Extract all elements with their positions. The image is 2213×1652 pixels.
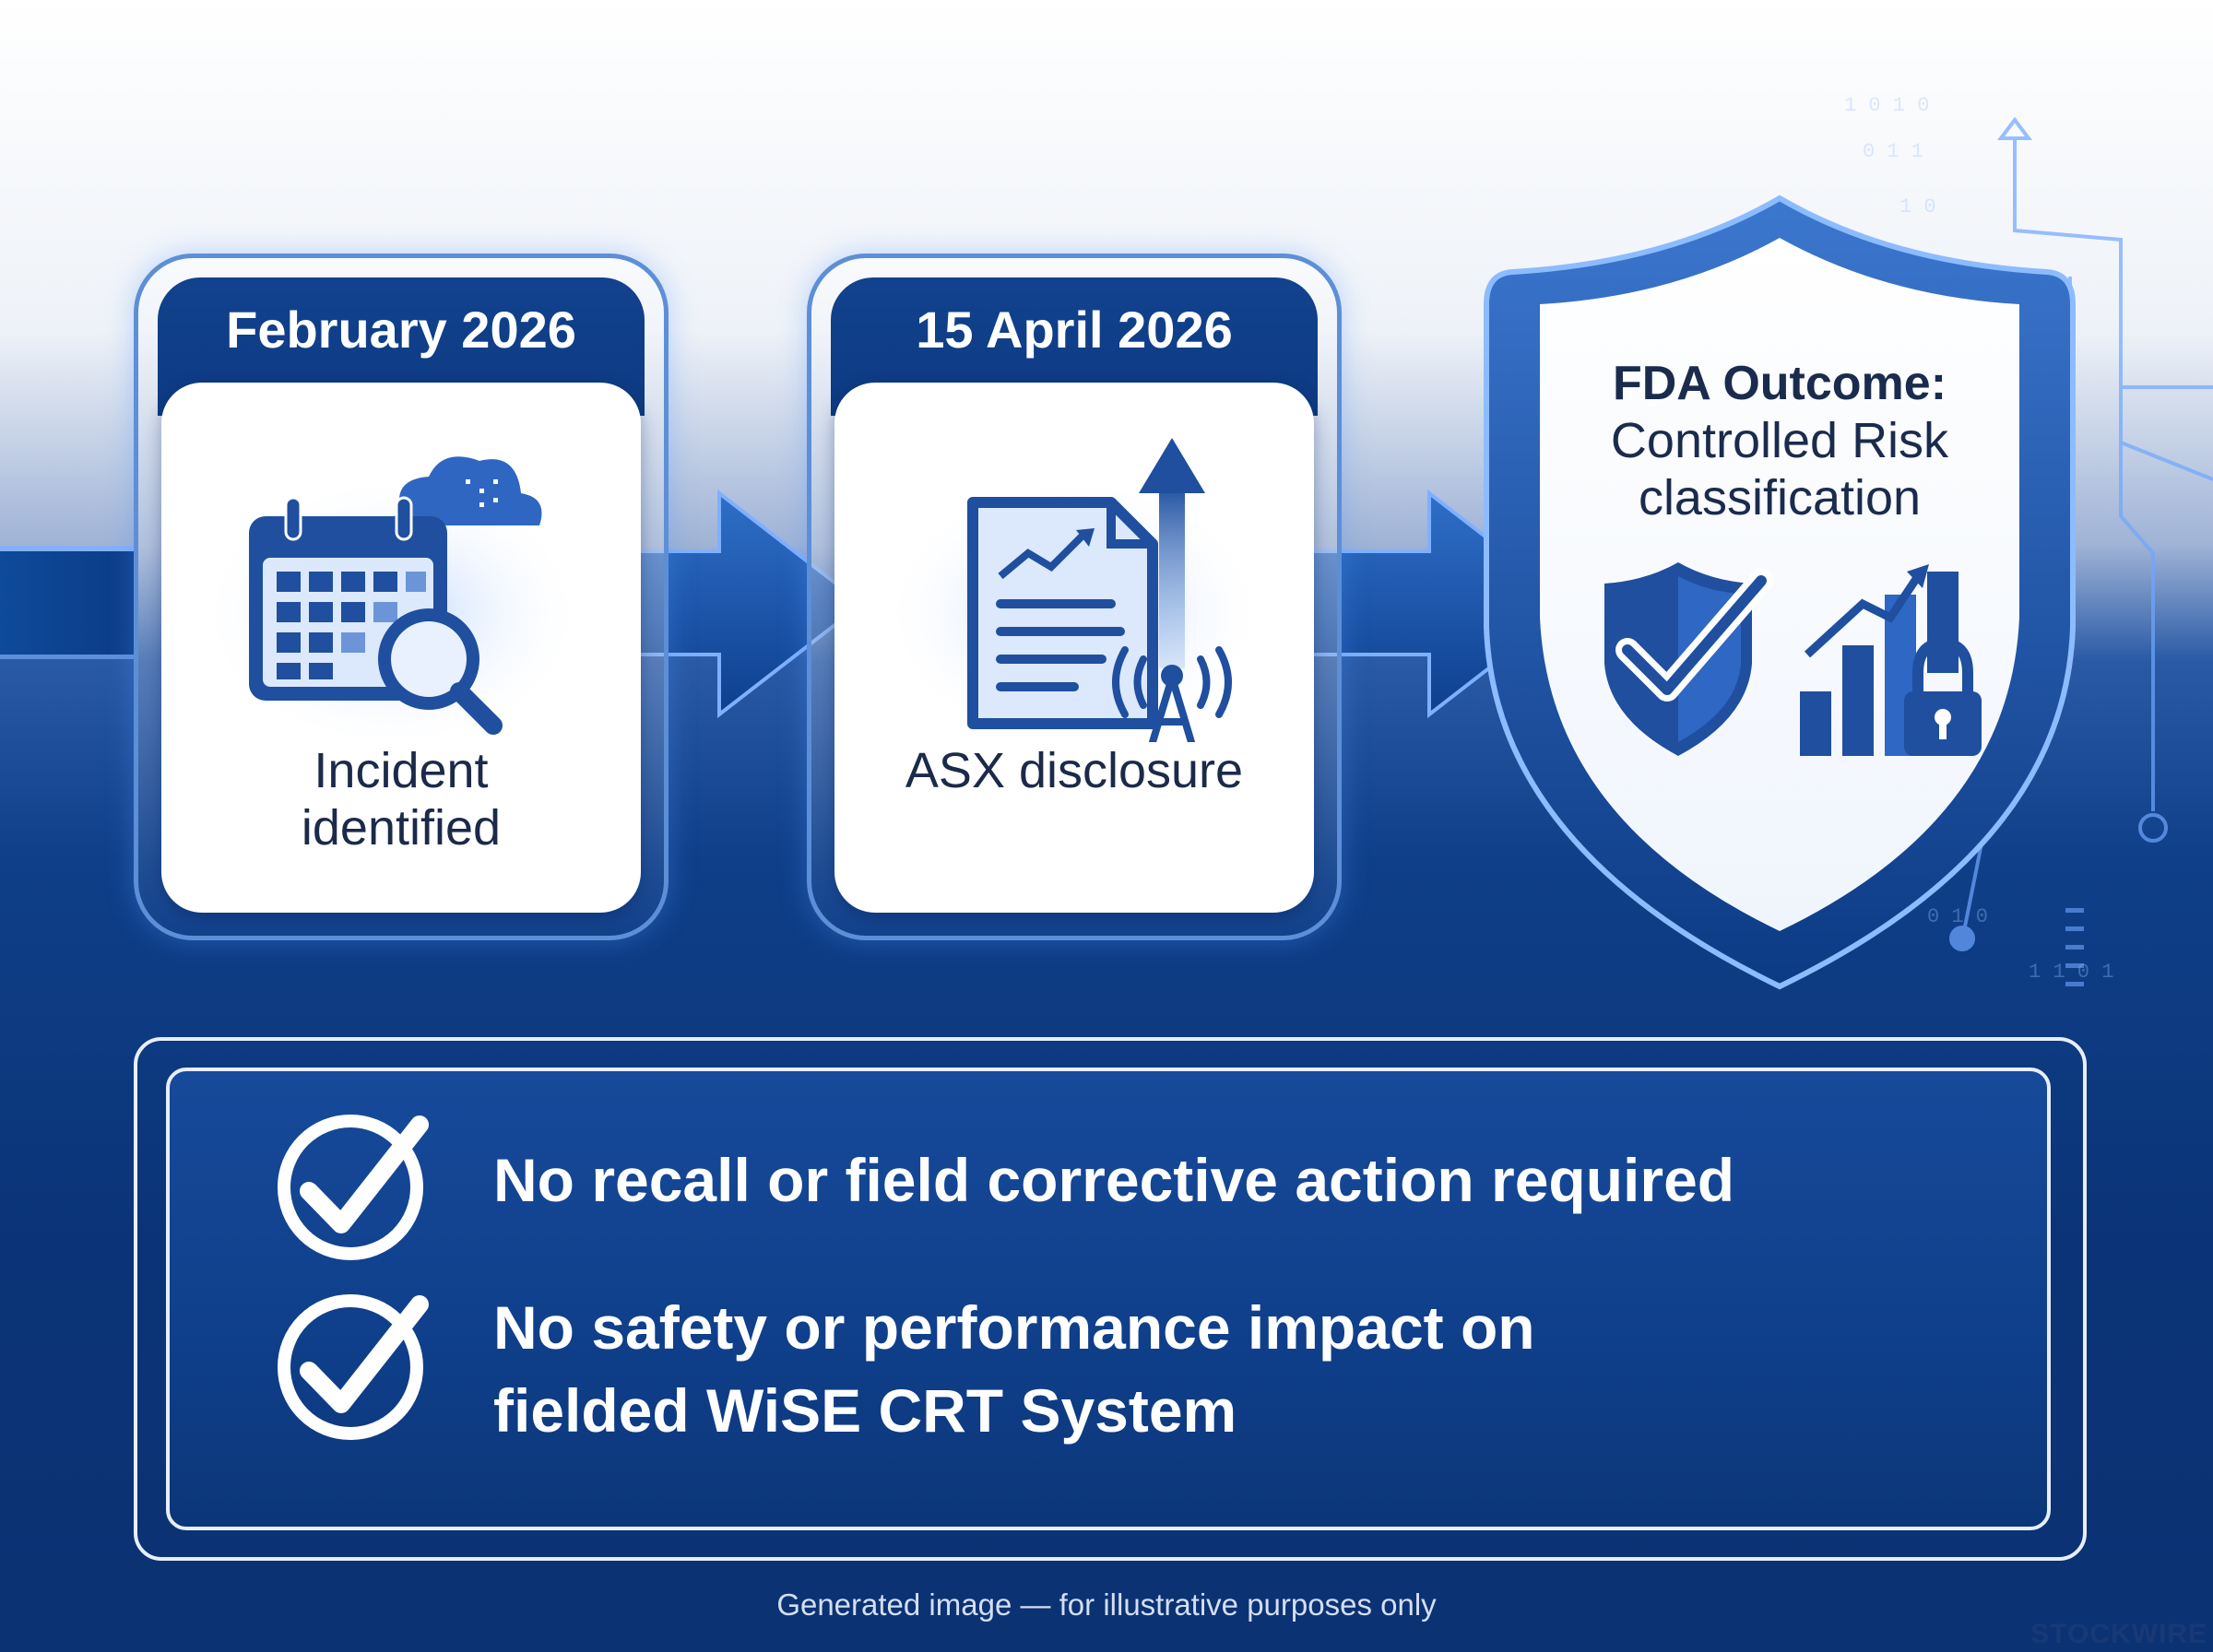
svg-text:0 1 1: 0 1 1 bbox=[1863, 140, 1923, 163]
card-body: ASX disclosure bbox=[834, 383, 1314, 913]
svg-text:1 0: 1 0 bbox=[1899, 195, 1936, 218]
outcome-text: FDA Outcome: Controlled Risk classificat… bbox=[1512, 355, 2047, 526]
result-text: No safety or performance impact on field… bbox=[493, 1286, 2015, 1452]
outcome-title: FDA Outcome: bbox=[1612, 357, 1947, 410]
result-line-1: No recall or field corrective action req… bbox=[493, 1146, 1735, 1214]
outcome-shield bbox=[1457, 184, 2102, 996]
lock-icon bbox=[1904, 637, 1982, 756]
calendar-search-icon bbox=[198, 456, 586, 742]
results-panel bbox=[166, 1068, 2051, 1530]
result-line-2: fielded WiSE CRT System bbox=[493, 1376, 1237, 1445]
watermark: STOCKWIRE bbox=[2030, 1619, 2207, 1649]
result-text: No recall or field corrective action req… bbox=[493, 1106, 2015, 1221]
step-label-line-1: Incident bbox=[314, 743, 489, 798]
step-date: February 2026 bbox=[226, 301, 576, 359]
step-label-line-2: identified bbox=[301, 800, 502, 856]
results-panel-frame bbox=[134, 1037, 2087, 1561]
document-broadcast-icon bbox=[881, 438, 1268, 742]
outcome-line-2: classification bbox=[1638, 470, 1922, 525]
outcome-line-1: Controlled Risk bbox=[1610, 413, 1949, 468]
footnote: Generated image — for illustrative purpo… bbox=[776, 1587, 1437, 1622]
result-line-1: No safety or performance impact on bbox=[493, 1293, 1535, 1362]
svg-text:0 1 0: 0 1 0 bbox=[1927, 905, 1988, 928]
step-label: ASX disclosure bbox=[853, 742, 1296, 799]
step-label-line-1: ASX disclosure bbox=[905, 743, 1244, 798]
timeline-step-1: February 2026 bbox=[134, 254, 669, 940]
step-label: Incident identified bbox=[180, 742, 622, 856]
card-body: Incident identified bbox=[161, 383, 641, 913]
step-date: 15 April 2026 bbox=[916, 301, 1233, 359]
result-item-2: No safety or performance impact on field… bbox=[272, 1286, 2015, 1452]
result-item-1: No recall or field corrective action req… bbox=[272, 1106, 2015, 1263]
check-circle-icon bbox=[278, 1294, 429, 1440]
svg-text:1 0 1 0: 1 0 1 0 bbox=[1844, 94, 1929, 117]
check-circle-icon bbox=[278, 1115, 429, 1260]
bar-chart-icon bbox=[1800, 564, 1959, 756]
timeline-step-2: 15 April 2026 bbox=[807, 254, 1342, 940]
shield-frame bbox=[1484, 195, 2076, 990]
shield-check-icon bbox=[1604, 562, 1773, 756]
